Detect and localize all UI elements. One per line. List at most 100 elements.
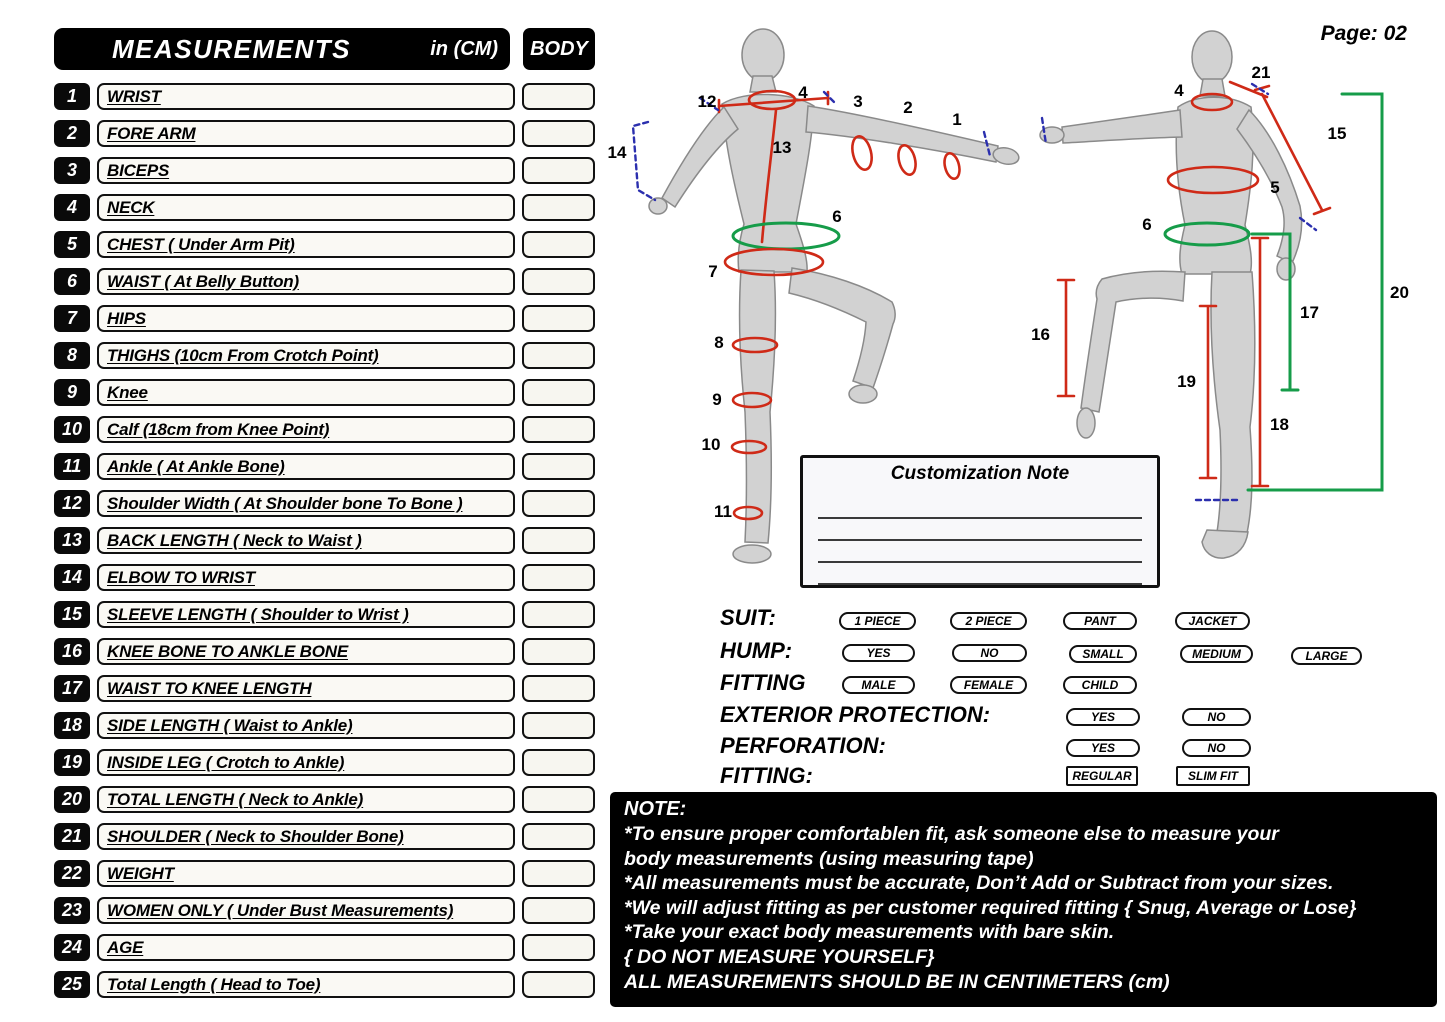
body-value-input[interactable] [522,675,595,702]
body-value-input[interactable] [522,416,595,443]
option-hump-yes[interactable]: YES [842,644,915,662]
customization-write-line[interactable] [818,519,1142,541]
customization-write-line[interactable] [818,541,1142,563]
body-value-input[interactable] [522,120,595,147]
body-value-input[interactable] [522,157,595,184]
option-fitting-male[interactable]: MALE [842,676,915,694]
body-value-input[interactable] [522,268,595,295]
option-perforation-no[interactable]: NO [1182,739,1251,757]
measurement-label: TOTAL LENGTH ( Neck to Ankle) [107,789,364,809]
option-hump-large[interactable]: LARGE [1291,647,1362,665]
measurement-label-box: KNEE BONE TO ANKLE BONE [97,638,515,665]
option-suit-pant[interactable]: PANT [1063,612,1137,630]
option-hump-no[interactable]: NO [952,644,1027,662]
option-suit-jacket[interactable]: JACKET [1175,612,1250,630]
option-fitting-female[interactable]: FEMALE [950,676,1027,694]
measurement-label: SIDE LENGTH ( Waist to Ankle) [107,715,353,735]
measurement-label-box: BICEPS [97,157,515,184]
measurement-label-box: FORE ARM [97,120,515,147]
figure-annotation-number: 3 [853,92,862,111]
option-exterior-no[interactable]: NO [1182,708,1251,726]
body-value-input[interactable] [522,83,595,110]
measurements-title-bar: MEASUREMENTS in (CM) [54,28,510,70]
body-value-input[interactable] [522,490,595,517]
figure-annotation-number: 15 [1328,124,1347,143]
measurement-label-box: SIDE LENGTH ( Waist to Ankle) [97,712,515,739]
option-exterior-yes[interactable]: YES [1066,708,1140,726]
option-fit-slimfit[interactable]: SLIM FIT [1176,766,1250,786]
measurement-label-box: THIGHS (10cm From Crotch Point) [97,342,515,369]
option-fit-regular[interactable]: REGULAR [1066,766,1138,786]
option-hump-small[interactable]: SMALL [1069,645,1137,663]
body-value-input[interactable] [522,897,595,924]
row-number: 1 [54,83,90,110]
note-line: { DO NOT MEASURE YOURSELF} [624,945,935,968]
note-line: *All measurements must be accurate, Don’… [624,872,1334,895]
body-value-input[interactable] [522,749,595,776]
body-value-input[interactable] [522,934,595,961]
figure-annotation-number: 19 [1177,372,1196,391]
measurement-label: BACK LENGTH ( Neck to Waist ) [107,530,362,550]
body-value-input[interactable] [522,638,595,665]
body-value-input[interactable] [522,231,595,258]
body-value-input[interactable] [522,860,595,887]
body-value-input[interactable] [522,601,595,628]
option-hump-medium[interactable]: MEDIUM [1180,645,1253,663]
customization-write-line[interactable] [818,563,1142,585]
option-perforation-yes[interactable]: YES [1066,739,1140,757]
front-figure: 4 21 15 5 6 16 17 19 18 20 [1031,30,1409,559]
measurement-label-box: BACK LENGTH ( Neck to Waist ) [97,527,515,554]
body-column-header: BODY [523,28,595,70]
figure-annotation-number: 1 [952,110,961,129]
figure-annotation-number: 14 [608,143,627,162]
body-value-input[interactable] [522,453,595,480]
body-value-input[interactable] [522,564,595,591]
row-number: 14 [54,564,90,591]
option-suit-2piece[interactable]: 2 PIECE [950,612,1027,630]
customization-write-line[interactable] [818,497,1142,519]
row-number: 17 [54,675,90,702]
fitting-label: FITTING [720,670,806,695]
option-suit-1piece[interactable]: 1 PIECE [839,612,916,630]
body-value-input[interactable] [522,786,595,813]
measurement-row: 3 BICEPS [54,152,595,189]
measurement-label: SLEEVE LENGTH ( Shoulder to Wrist ) [107,604,409,624]
measurement-label-box: HIPS [97,305,515,332]
body-value-input[interactable] [522,194,595,221]
page-number: Page: 02 [1320,22,1407,45]
body-value-input[interactable] [522,712,595,739]
body-value-input[interactable] [522,823,595,850]
measurement-label: FORE ARM [107,123,196,143]
exterior-protection-label: EXTERIOR PROTECTION: [720,702,991,727]
measurement-label: AGE [107,937,144,957]
measurement-row: 20 TOTAL LENGTH ( Neck to Ankle) [54,781,595,818]
measurement-label-box: Ankle ( At Ankle Bone) [97,453,515,480]
measurement-label: NECK [107,197,155,217]
note-line: ALL MEASUREMENTS SHOULD BE IN CENTIMETER… [624,970,1170,993]
figure-annotation-number: 16 [1031,325,1050,344]
row-number: 12 [54,490,90,517]
measurement-label: Knee [107,382,148,402]
figure-annotation-number: 18 [1270,415,1289,434]
row-number: 20 [54,786,90,813]
body-value-input[interactable] [522,379,595,406]
body-value-input[interactable] [522,342,595,369]
measurements-header: MEASUREMENTS in (CM) BODY [54,28,595,70]
measurement-label: WOMEN ONLY ( Under Bust Measurements) [107,900,454,920]
measurement-label-box: AGE [97,934,515,961]
option-fitting-child[interactable]: CHILD [1063,676,1137,694]
note-title: NOTE: [624,798,687,820]
measurement-label: WRIST [107,86,161,106]
row-number: 3 [54,157,90,184]
body-value-input[interactable] [522,971,595,998]
body-value-input[interactable] [522,527,595,554]
body-value-input[interactable] [522,305,595,332]
